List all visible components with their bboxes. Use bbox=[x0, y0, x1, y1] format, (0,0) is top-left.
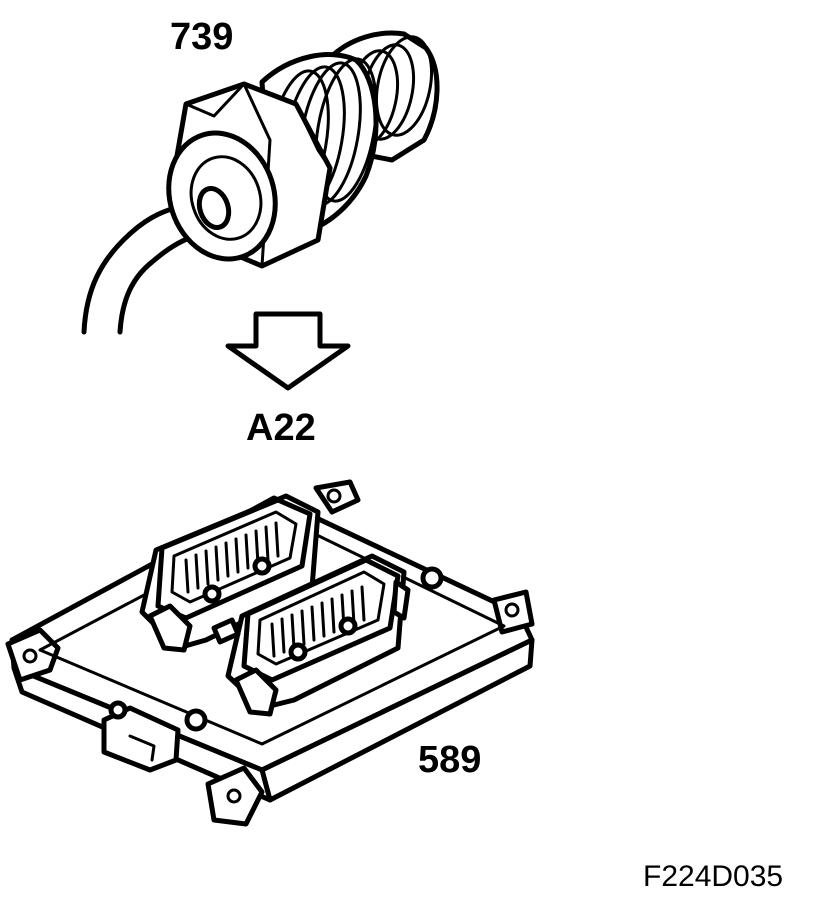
mounting-tab-top bbox=[313, 479, 361, 515]
down-arrow-icon bbox=[225, 311, 351, 391]
connector-front bbox=[225, 553, 411, 717]
connector-rear bbox=[139, 493, 321, 653]
mounting-tab-left bbox=[5, 627, 61, 683]
control-unit-part-number: 589 bbox=[418, 739, 482, 781]
sensor-part-number: 739 bbox=[170, 16, 234, 58]
sensor-cable bbox=[81, 203, 185, 335]
mounting-tab-right bbox=[491, 589, 535, 635]
sensor-cable-inner bbox=[117, 233, 197, 335]
figure-id: F224D035 bbox=[643, 860, 784, 893]
sensor-739-illustration bbox=[81, 30, 440, 335]
connection-label: A22 bbox=[246, 407, 316, 449]
mounting-tab-front bbox=[205, 765, 265, 827]
control-unit-589-illustration bbox=[5, 479, 535, 827]
